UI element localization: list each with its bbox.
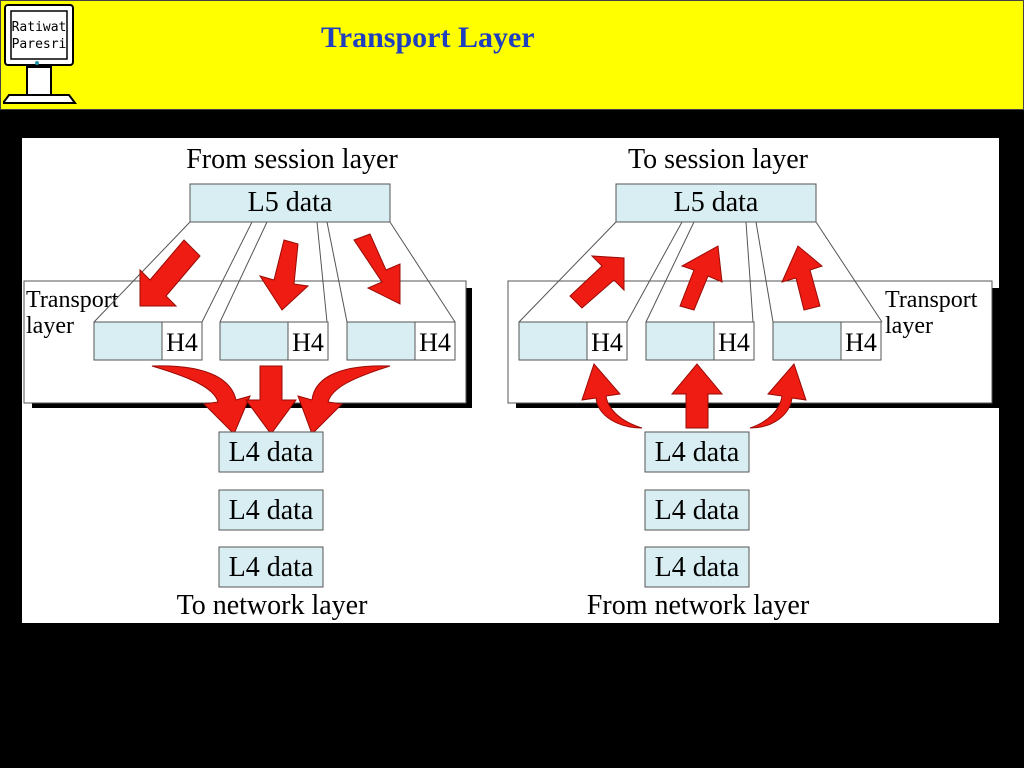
right-bottom-label: From network layer <box>587 590 810 621</box>
left-h4-1: H4 <box>166 328 198 357</box>
transport-layer-diagram: From session layer L5 data Transport lay… <box>22 138 999 623</box>
left-h4-2: H4 <box>292 328 324 357</box>
left-arrow-1 <box>139 239 201 307</box>
right-layer-label-1: Transport <box>885 287 978 313</box>
left-bottom-label: To network layer <box>177 590 369 621</box>
logo-monitor-icon: Ratiwat Paresri <box>3 4 77 104</box>
logo-text-1: Ratiwat <box>12 20 67 35</box>
left-arrow-3 <box>353 233 401 305</box>
left-merge-arrow-1 <box>151 365 251 435</box>
right-diagram: To session layer L5 data Transport layer… <box>507 144 999 621</box>
right-h4-2: H4 <box>718 328 750 357</box>
right-split-arrow-1 <box>581 363 643 429</box>
left-arrow-2 <box>258 239 310 311</box>
right-arrow-2 <box>679 245 723 311</box>
right-arrow-3 <box>781 245 824 311</box>
left-l4-3: L4 data <box>229 552 314 583</box>
right-h4-3: H4 <box>845 328 877 357</box>
right-h4-1: H4 <box>591 328 623 357</box>
right-l4-3: L4 data <box>655 552 740 583</box>
left-diagram: From session layer L5 data Transport lay… <box>23 144 472 621</box>
right-top-label: To session layer <box>628 144 809 175</box>
right-l5-text: L5 data <box>674 187 759 218</box>
logo-text-2: Paresri <box>12 37 67 52</box>
right-arrow-1 <box>569 255 625 309</box>
left-merge-arrow-3 <box>297 365 391 435</box>
left-layer-label-2: layer <box>26 313 74 339</box>
header-title: Transport Layer <box>321 21 535 54</box>
right-l4-2: L4 data <box>655 495 740 526</box>
right-layer-label-2: layer <box>885 313 933 339</box>
right-l5-box <box>615 183 817 223</box>
left-l5-box <box>189 183 391 223</box>
right-split-arrow-3 <box>749 363 807 429</box>
left-merge-arrow-2 <box>245 365 297 435</box>
left-l5-text: L5 data <box>248 187 333 218</box>
right-l4-1: L4 data <box>655 437 740 468</box>
header-banner: Ratiwat Paresri Transport Layer <box>0 0 1024 110</box>
left-top-label: From session layer <box>186 144 398 175</box>
left-h4-3: H4 <box>419 328 451 357</box>
left-l4-2: L4 data <box>229 495 314 526</box>
left-layer-label-1: Transport <box>26 287 119 313</box>
right-split-arrow-2 <box>670 363 724 429</box>
left-l4-1: L4 data <box>229 437 314 468</box>
